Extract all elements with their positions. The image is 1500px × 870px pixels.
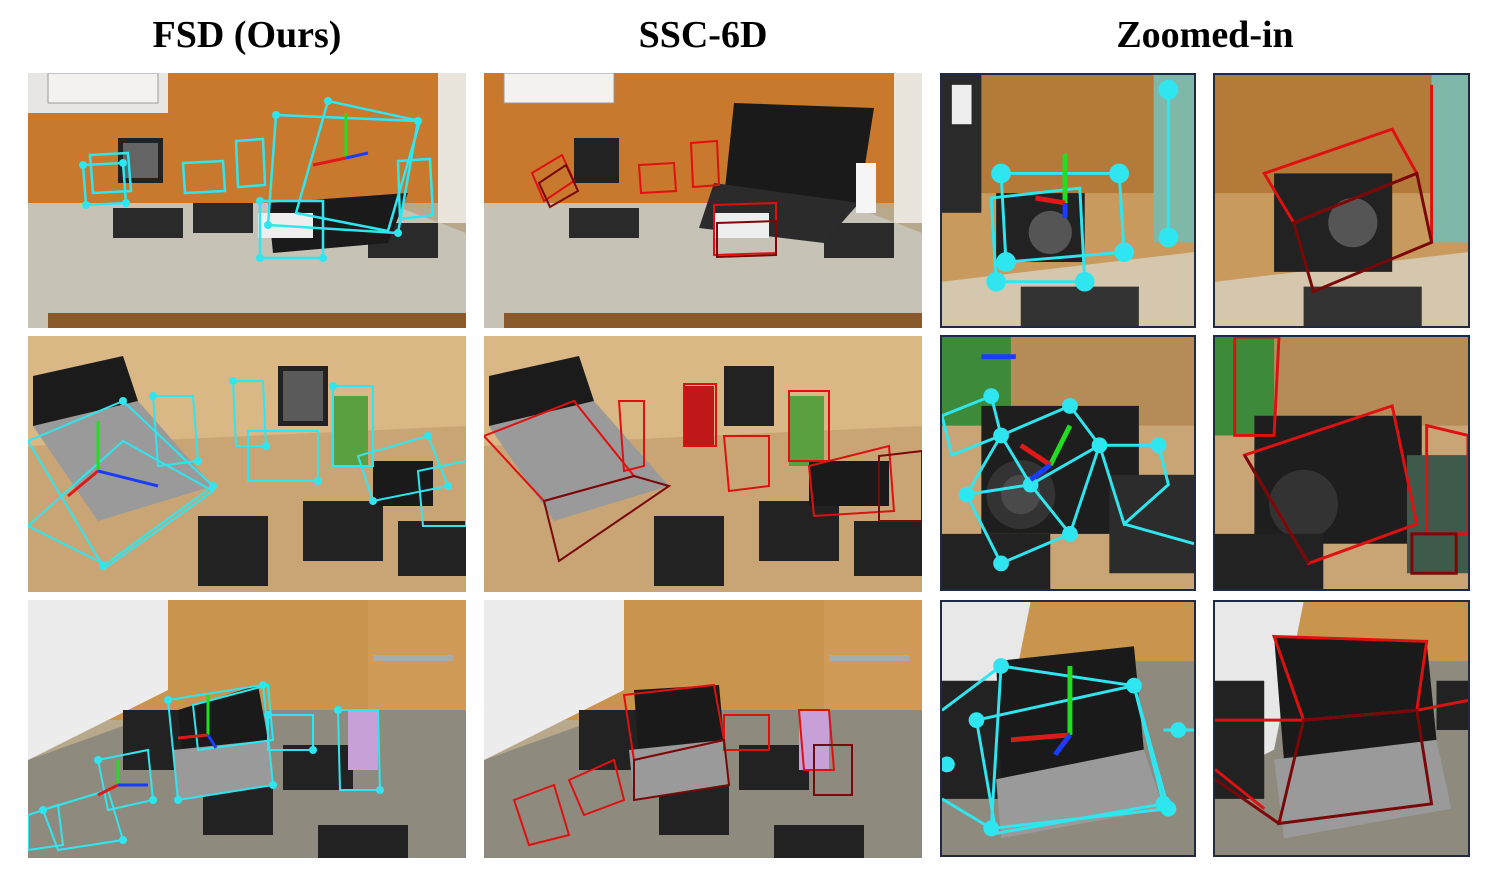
row1-zoom-ours [940, 73, 1196, 328]
row1-fsd-scene [28, 73, 466, 328]
heading-ssc-6d: SSC-6D [638, 14, 768, 56]
heading-zoomed-in: Zoomed-in [1116, 14, 1294, 56]
row3-ssc6d-scene [484, 600, 922, 858]
row2-fsd-scene [28, 336, 466, 592]
row1-zoom-baseline [1213, 73, 1470, 328]
heading-fsd-ours: FSD (Ours) [152, 14, 342, 56]
row3-fsd-scene [28, 600, 466, 858]
row2-ssc6d-scene [484, 336, 922, 592]
row2-zoom-baseline [1213, 335, 1470, 591]
row3-zoom-baseline [1213, 600, 1470, 857]
row2-zoom-ours [940, 335, 1196, 591]
row1-ssc6d-scene [484, 73, 922, 328]
row3-zoom-ours [940, 600, 1196, 857]
